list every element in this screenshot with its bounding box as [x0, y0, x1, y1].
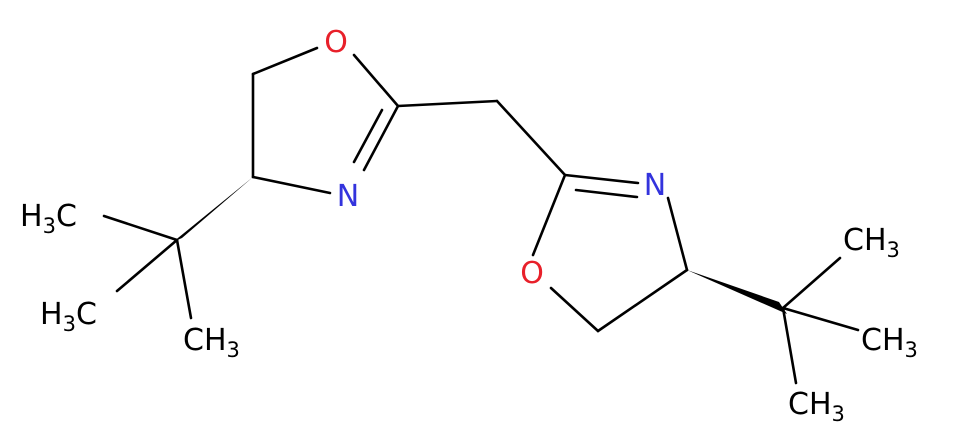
bond-c5l-o1l	[251, 46, 319, 76]
bond-c2l-n3l-double	[352, 108, 384, 164]
methyl-label-left-2: H3C	[40, 297, 97, 336]
bond-n3l-c4l	[251, 175, 332, 195]
bond-ql-me2	[115, 238, 179, 293]
bond-qr-me3	[781, 306, 798, 385]
methyl-label-right-2: CH3	[861, 323, 918, 362]
wedge-bond-left	[173, 177, 253, 242]
wedge-bond-right	[687, 270, 787, 314]
bond-c4r-c5r	[596, 268, 689, 333]
bond-ql-me3	[175, 238, 193, 320]
bond-o1r-c2r	[531, 173, 567, 257]
methyl-label-left-3: CH3	[183, 323, 240, 362]
atom-oxygen-right: O	[520, 256, 544, 291]
atom-nitrogen-right: N	[644, 168, 666, 203]
bond-ch2-c2r	[495, 99, 567, 177]
bond-qr-me1	[781, 256, 842, 310]
bond-c2l-n3l	[362, 104, 400, 172]
atom-oxygen-left: O	[324, 25, 348, 60]
bond-c2l-ch2	[396, 99, 499, 108]
bond-ql-me1	[102, 214, 179, 242]
methyl-label-right-1: CH3	[843, 223, 900, 262]
methyl-label-left-1: H3C	[20, 199, 77, 238]
methyl-label-right-3: CH3	[788, 387, 845, 426]
bond-c5r-o1r	[549, 286, 600, 333]
bond-o1l-c2l	[352, 53, 400, 108]
bond-c2r-n3r-double	[574, 188, 639, 199]
atom-nitrogen-left: N	[337, 179, 359, 214]
bond-n3r-c4r	[666, 196, 689, 272]
bond-c2r-n3r	[563, 173, 640, 185]
bond-qr-me2	[781, 306, 860, 332]
